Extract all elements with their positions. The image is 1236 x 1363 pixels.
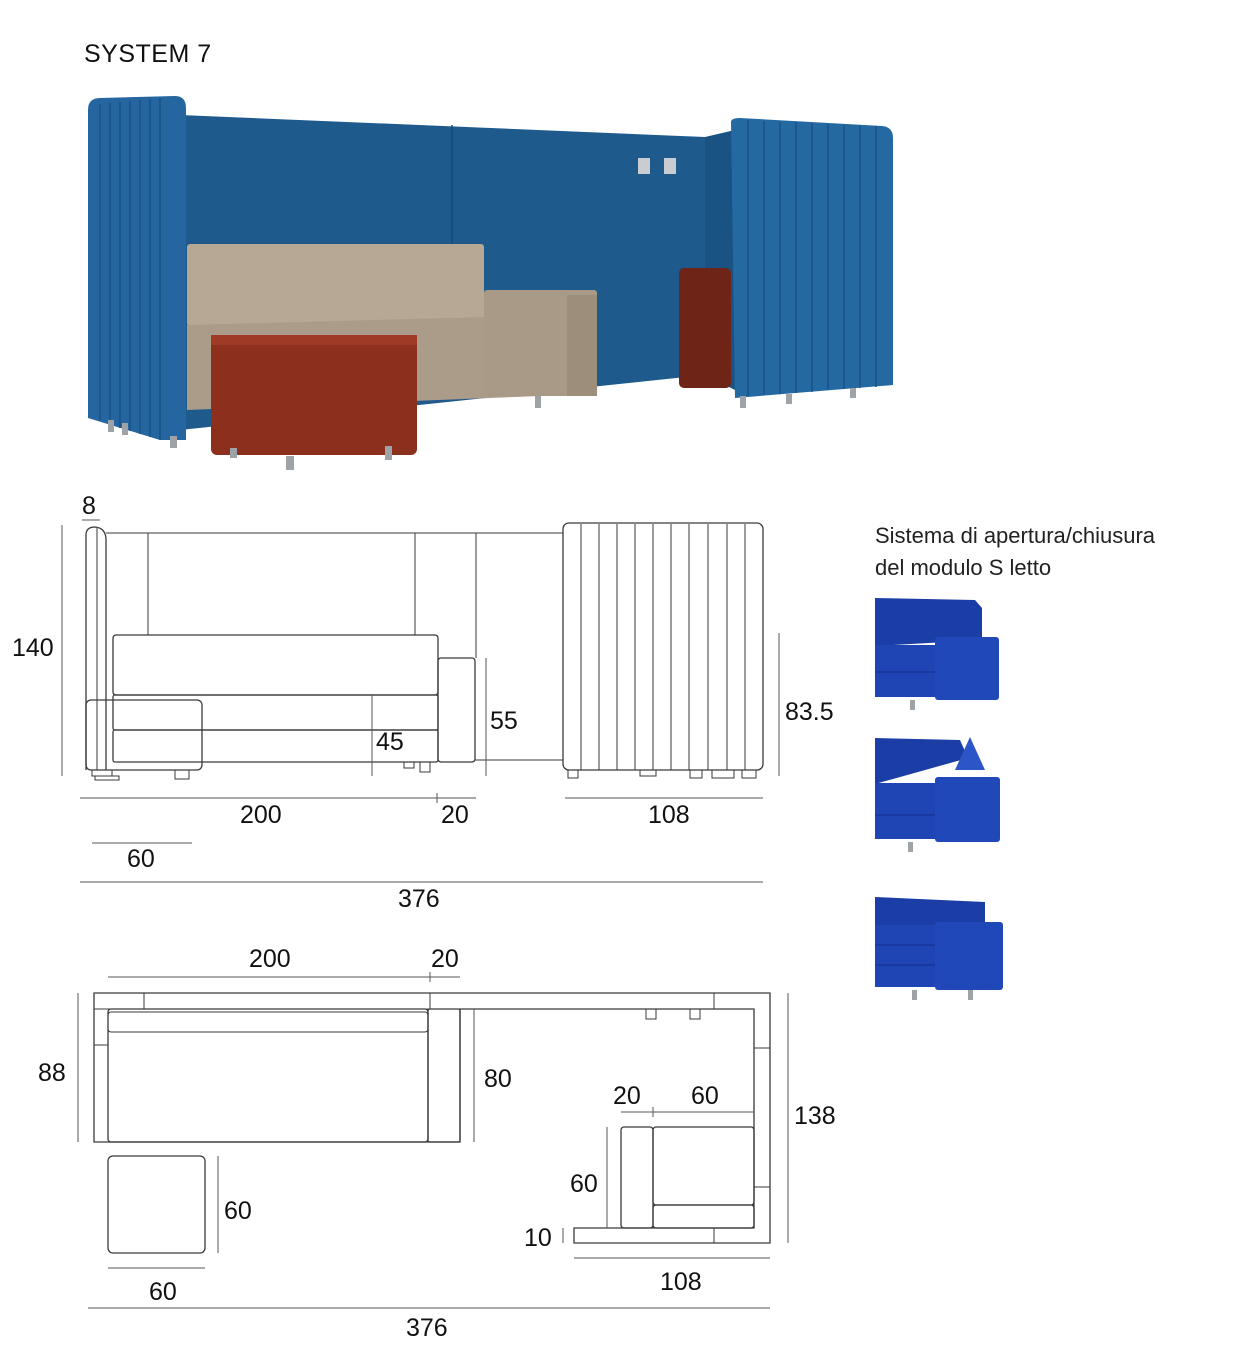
left-panel: [88, 96, 186, 440]
dim-label: 88: [38, 1059, 66, 1087]
caption-line: del modulo S letto: [875, 555, 1052, 580]
dim-label: 83.5: [785, 698, 834, 726]
dim-label: 108: [660, 1268, 702, 1296]
dim-label: 20: [613, 1082, 641, 1110]
dim-label: 200: [249, 945, 291, 973]
dim-label: 200: [240, 801, 282, 829]
page-title: SYSTEM 7: [84, 40, 212, 68]
dim-label: 60: [224, 1197, 252, 1225]
pouf-back: [679, 268, 731, 388]
bed-step-closed: [875, 598, 999, 710]
hook-icon: [638, 158, 650, 174]
dim-label: 60: [149, 1278, 177, 1306]
caption-line: Sistema di apertura/chiusura: [875, 523, 1156, 548]
dim-label: 60: [570, 1170, 598, 1198]
bed-step-opening: [875, 737, 1000, 852]
dim-label: 376: [406, 1314, 448, 1342]
dim-label: 55: [490, 707, 518, 735]
dim-label: 45: [376, 728, 404, 756]
dim-label: 10: [524, 1224, 552, 1252]
dim-label: 20: [431, 945, 459, 973]
sofa-backrest: [187, 244, 484, 326]
dim-label: 60: [127, 845, 155, 873]
dim-label: 80: [484, 1065, 512, 1093]
hook-icon: [664, 158, 676, 174]
bed-step-open: [875, 897, 1003, 1000]
dim-label: 20: [441, 801, 469, 829]
dim-label: 138: [794, 1102, 836, 1130]
dim-label: 376: [398, 885, 440, 913]
dim-label: 140: [12, 634, 54, 662]
pouf-front: [211, 335, 417, 455]
dim-label: 60: [691, 1082, 719, 1110]
bed-mechanism-caption: Sistema di apertura/chiusura del modulo …: [875, 520, 1225, 584]
dim-label: 8: [82, 492, 96, 520]
dim-label: 108: [648, 801, 690, 829]
